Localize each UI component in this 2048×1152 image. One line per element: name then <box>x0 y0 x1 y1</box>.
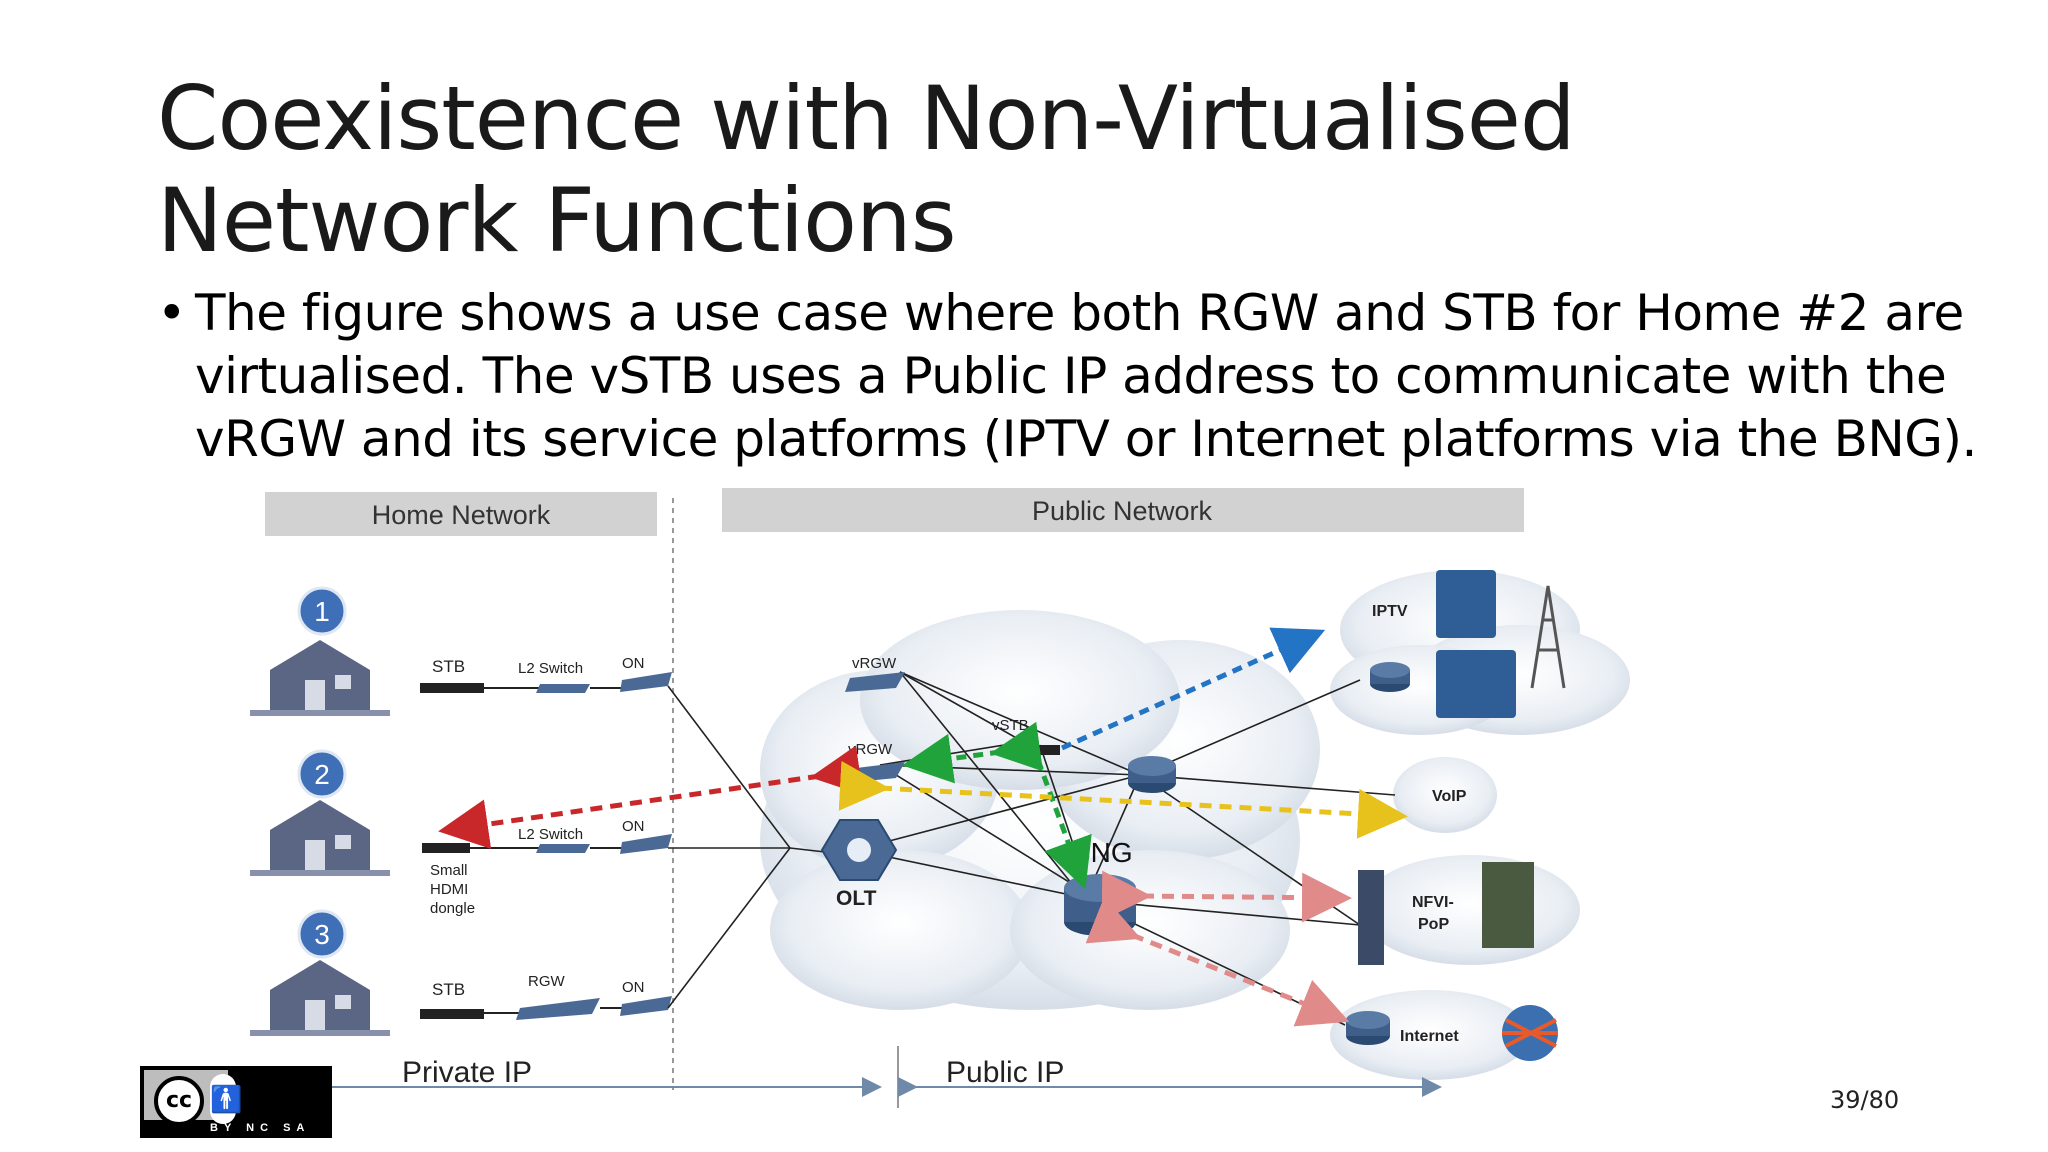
bullet-dot: • <box>157 284 187 342</box>
red-flow-arrow <box>438 745 864 849</box>
nfvi-cloud <box>1360 855 1580 965</box>
home-network-label: Home Network <box>372 500 551 530</box>
l2-switch-label-2: L2 Switch <box>518 826 583 843</box>
license-terms: BY NC SA <box>210 1122 311 1134</box>
house-icon-3 <box>250 960 390 1036</box>
olt-label: OLT <box>836 887 877 910</box>
l2-switch-label-1: L2 Switch <box>518 660 583 677</box>
ont-label-2: ON <box>622 818 645 835</box>
internet-label: Internet <box>1400 1028 1459 1045</box>
stb-device-3 <box>420 1009 484 1019</box>
rgw-label-3: RGW <box>528 973 566 990</box>
dongle-label-line2: HDMI <box>430 881 468 898</box>
dongle-label-line1: Small <box>430 862 468 879</box>
voip-label: VoIP <box>1432 788 1467 805</box>
attribution-icon: 🚹 <box>210 1074 242 1124</box>
iptv-label: IPTV <box>1372 603 1408 620</box>
svg-text:1: 1 <box>314 596 330 627</box>
voip-cloud <box>1393 757 1497 833</box>
ont-device-3 <box>620 996 672 1016</box>
page-number: 39/80 <box>1830 1086 1900 1114</box>
home-badge-2: 2 <box>297 749 347 799</box>
home-badge-1: 1 <box>297 586 347 636</box>
rgw-device-3 <box>516 998 600 1020</box>
pink-flow-arrow-internet <box>1085 896 1350 1027</box>
vrgw-label: vRGW <box>848 741 893 758</box>
private-ip-label: Private IP <box>402 1056 532 1089</box>
nfvi-label-line2: PoP <box>1418 916 1449 933</box>
ont-device-1 <box>620 672 672 692</box>
iptv-encoder-icon <box>1436 650 1516 718</box>
house-icon-2 <box>250 800 390 876</box>
vrgw-device-top <box>845 672 905 692</box>
bng-label: BNG <box>1072 837 1133 868</box>
svg-text:2: 2 <box>314 759 330 790</box>
globe-icon <box>1502 1005 1558 1061</box>
antenna-tower-icon <box>1530 585 1566 689</box>
nfvi-rack-icon <box>1358 870 1384 965</box>
iptv-router-icon <box>1370 662 1410 692</box>
stb-label-1: STB <box>432 657 465 676</box>
l2-switch-device-2 <box>536 844 590 853</box>
datacenter-building-icon <box>1482 862 1534 948</box>
public-network-header <box>722 488 1524 532</box>
hdmi-dongle-device <box>422 843 470 853</box>
ont-device-2 <box>620 834 672 854</box>
l2-switch-device-1 <box>536 684 590 693</box>
vstb-device <box>1000 745 1060 755</box>
vstb-label: vSTB <box>992 717 1029 734</box>
cc-logo-icon: cc <box>154 1076 204 1126</box>
public-network-label: Public Network <box>1032 496 1213 526</box>
vrgw-label-top: vRGW <box>852 655 897 672</box>
internet-router-icon <box>1346 1011 1390 1045</box>
blue-flow-arrow <box>1060 627 1326 751</box>
svg-text:3: 3 <box>314 919 330 950</box>
home-badge-3: 3 <box>297 909 347 959</box>
iptv-server-icon <box>1436 570 1496 638</box>
home-network-header <box>265 492 657 536</box>
stb-label-3: STB <box>432 980 465 999</box>
nfvi-label-line1: NFVI- <box>1412 894 1454 911</box>
bng-router-icon <box>1064 874 1136 936</box>
edge-router-icon <box>1128 756 1176 793</box>
slide-title: Coexistence with Non-Virtualised Network… <box>157 67 1576 272</box>
creative-commons-badge: cc 🚹 BY NC SA <box>140 1066 332 1138</box>
public-ip-label: Public IP <box>946 1056 1064 1089</box>
ont-label-1: ON <box>622 655 645 672</box>
bullet-text: The figure shows a use case where both R… <box>195 284 1977 468</box>
yellow-flow-arrow <box>838 760 1408 839</box>
house-icon-1 <box>250 640 390 716</box>
dongle-label-line3: dongle <box>430 900 475 917</box>
stb-device-1 <box>420 683 484 693</box>
ont-label-3: ON <box>622 979 645 996</box>
